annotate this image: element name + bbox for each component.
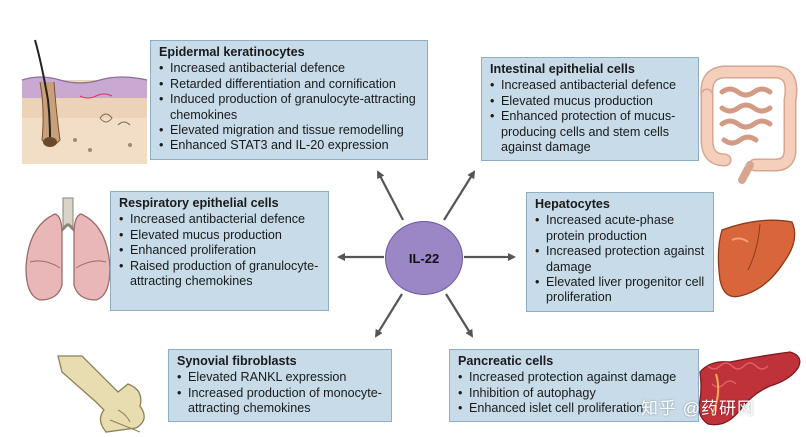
liver-icon xyxy=(717,219,796,298)
list-item: Increased antibacterial defence xyxy=(119,212,320,228)
list-item: Increased production of monocyte-attract… xyxy=(177,386,383,417)
box-title: Epidermal keratinocytes xyxy=(159,45,305,59)
list-item: Increased antibacterial defence xyxy=(159,61,419,77)
box-title: Hepatocytes xyxy=(535,197,610,211)
list-item: Elevated migration and tissue remodellin… xyxy=(159,123,419,139)
hub-label: IL-22 xyxy=(408,250,440,266)
pancreatic-cells-box: Pancreatic cells Increased protection ag… xyxy=(449,349,699,422)
box-title: Intestinal epithelial cells xyxy=(490,62,635,76)
list-item: Enhanced protection of mucus-producing c… xyxy=(490,109,690,155)
respiratory-epithelial-cells-box: Respiratory epithelial cells Increased a… xyxy=(110,191,329,311)
list-item: Elevated mucus production xyxy=(490,94,690,110)
list-item: Induced production of granulocyte-attrac… xyxy=(159,92,419,123)
list-item: Elevated RANKL expression xyxy=(177,370,383,386)
il22-hub: IL-22 xyxy=(385,221,463,295)
arrow-to-intestinal xyxy=(443,170,476,221)
box-title: Respiratory epithelial cells xyxy=(119,196,279,210)
list-item: Increased protection against damage xyxy=(458,370,690,386)
watermark: 知乎 @药研网 xyxy=(641,399,755,418)
list-item: Retarded differentiation and cornificati… xyxy=(159,77,419,93)
arrow-to-epidermal xyxy=(377,170,404,221)
list-item: Elevated liver progenitor cell prolifera… xyxy=(535,275,705,306)
list-item: Raised production of granulocyte-attract… xyxy=(119,259,320,290)
list-item: Increased antibacterial defence xyxy=(490,78,690,94)
box-title: Synovial fibroblasts xyxy=(177,354,297,368)
list-item: Increased protection against damage xyxy=(535,244,705,275)
intestinal-epithelial-cells-box: Intestinal epithelial cells Increased an… xyxy=(481,57,699,161)
synovial-fibroblasts-box: Synovial fibroblasts Elevated RANKL expr… xyxy=(168,349,392,422)
list-item: Enhanced proliferation xyxy=(119,243,320,259)
pancreas-icon xyxy=(698,351,801,426)
hepatocytes-box: Hepatocytes Increased acute-phase protei… xyxy=(526,192,714,312)
arrow-to-synovial xyxy=(374,293,403,338)
skin-section-icon xyxy=(21,39,148,164)
list-item: Elevated mucus production xyxy=(119,228,320,244)
bone-joint-icon xyxy=(57,355,145,433)
list-item: Enhanced islet cell proliferation xyxy=(458,401,690,417)
list-item: Increased acute-phase protein production xyxy=(535,213,705,244)
arrow-to-pancreatic xyxy=(445,293,474,338)
list-item: Inhibition of autophagy xyxy=(458,386,690,402)
lungs-icon xyxy=(25,197,111,301)
intestine-icon xyxy=(700,65,798,184)
box-title: Pancreatic cells xyxy=(458,354,554,368)
epidermal-keratinocytes-box: Epidermal keratinocytes Increased antiba… xyxy=(150,40,428,160)
list-item: Enhanced STAT3 and IL-20 expression xyxy=(159,138,419,154)
